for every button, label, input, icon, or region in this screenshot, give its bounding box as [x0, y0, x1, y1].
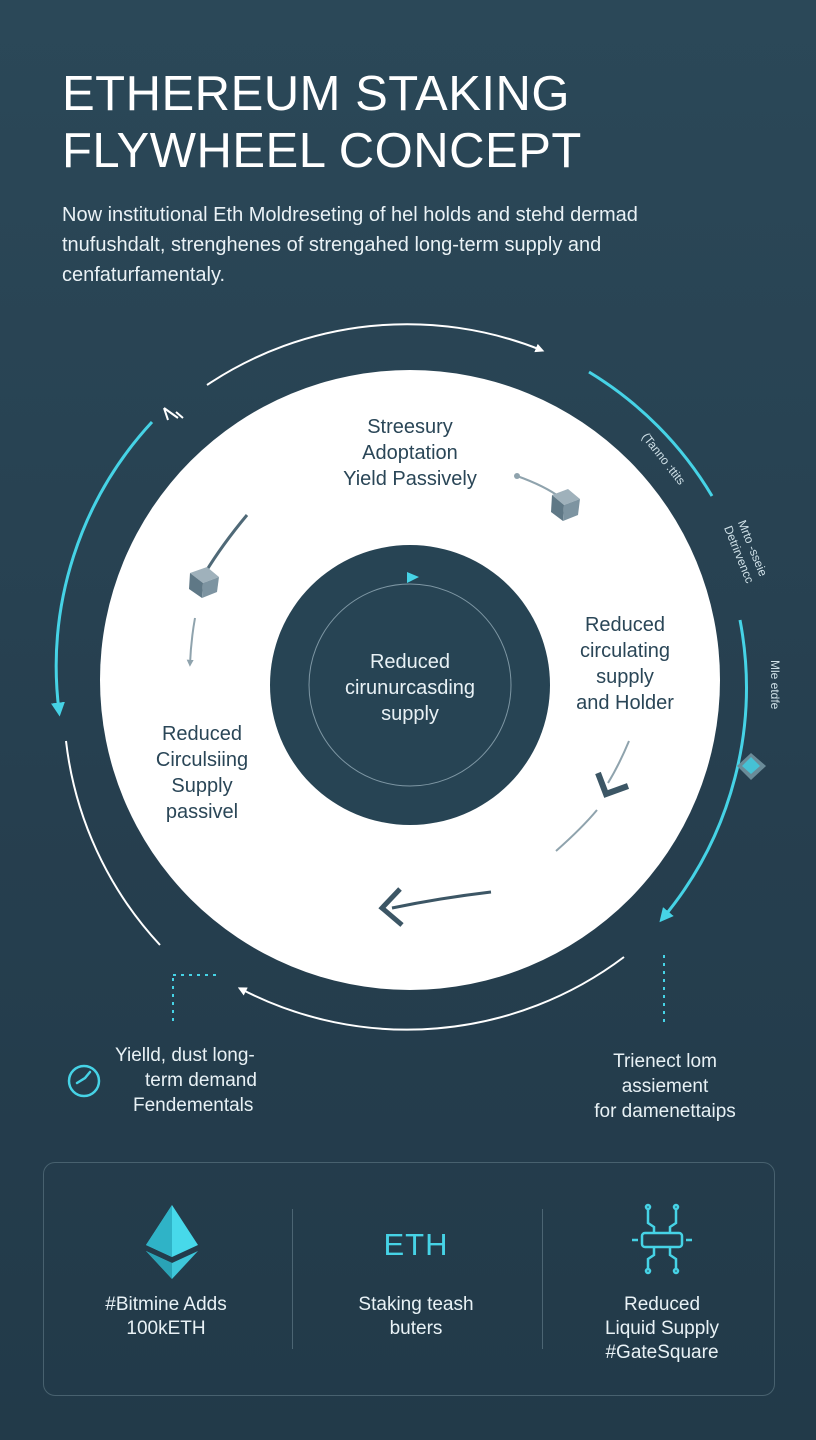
ring-label-right-line: Reduced [584, 614, 666, 636]
stopwatch-icon [67, 1064, 101, 1098]
ring-label-top-line: Adoptation [362, 442, 458, 464]
arrow-icon [378, 887, 404, 927]
cube-icon [189, 567, 219, 598]
core-label-line: supply [381, 703, 439, 725]
core-arrow-icon [407, 572, 419, 583]
outer-arc-top [206, 323, 545, 386]
spark-icon [163, 407, 184, 421]
footer-text-bitmine: #Bitmine Adds 100kETH [44, 1293, 288, 1341]
page-title: ETHEREUM STAKING FLYWHEEL CONCEPT [62, 66, 582, 180]
eth-heading: ETH [383, 1227, 449, 1262]
intro-line-3: cenfaturfamentaly. [62, 264, 226, 286]
ring-label-left-line: Supply [171, 775, 233, 797]
cube-icon [551, 489, 580, 521]
core-label: Reduced cirunurcasding supply [310, 649, 510, 727]
footer-divider [292, 1209, 293, 1349]
ethereum-icon [146, 1205, 198, 1279]
chevron-icon [595, 771, 630, 798]
bottom-left-line: term demand [145, 1070, 257, 1091]
footer-line: #GateSquare [605, 1342, 719, 1363]
footer-text-supply: Reduced Liquid Supply #GateSquare [540, 1293, 784, 1365]
bottom-right-line: Trienect lom [613, 1051, 717, 1072]
flywheel-diagram [51, 323, 766, 1031]
outer-arc-bottom [237, 956, 625, 1031]
footer-column-bitmine: #Bitmine Adds 100kETH [44, 1163, 288, 1395]
bottom-left-line: Fendementals [133, 1095, 254, 1116]
ring-label-left: Reduced Circulsiing Supply passivel [122, 721, 282, 825]
footer-line: buters [389, 1318, 443, 1339]
inner-arrow-right-bottom [607, 740, 630, 784]
outer-note-right-c: Mle etdfe [767, 660, 782, 709]
inner-arrow-left-top [203, 514, 249, 574]
outer-arc-right-upper [588, 370, 714, 497]
intro-line-1: Now institutional Eth Moldreseting of he… [62, 204, 638, 226]
bottom-left-line: Yielld, dust long- [115, 1045, 255, 1066]
footer-line: Liquid Supply [604, 1318, 720, 1339]
bottom-right-caption: Trienect lom assiement for damenettaips [570, 1049, 760, 1124]
footer-line: Staking teash [358, 1294, 474, 1315]
inner-arrow-left-bottom [186, 617, 196, 667]
title-line-2: FLYWHEEL CONCEPT [62, 124, 582, 178]
inner-arrow-right-lower [555, 809, 598, 852]
title-line-1: ETHEREUM STAKING [62, 67, 571, 121]
ring-label-left-line: Circulsiing [155, 749, 249, 771]
ring-label-left-line: passivel [165, 801, 239, 823]
core-label-line: Reduced [369, 651, 451, 673]
ring-label-right-line: supply [596, 666, 654, 688]
ring-label-top: Streesury Adoptation Yield Passively [310, 414, 510, 492]
outer-note-line: Mle etdfe [768, 660, 782, 710]
core-label-line: cirunurcasding [344, 677, 476, 699]
network-node-icon [632, 1203, 692, 1275]
intro-paragraph: Now institutional Eth Moldreseting of he… [62, 200, 752, 290]
ring-label-right-line: circulating [579, 640, 671, 662]
footer-line: Reduced [623, 1294, 701, 1315]
core-inner-circle [308, 583, 512, 787]
ring-label-right: Reduced circulating supply and Holder [545, 612, 705, 716]
ring-label-top-line: Streesury [367, 416, 453, 438]
outer-arc-left-lower [65, 740, 161, 946]
footer-divider [542, 1209, 543, 1349]
footer-column-supply: Reduced Liquid Supply #GateSquare [540, 1163, 784, 1395]
footer-line: 100kETH [126, 1318, 206, 1339]
ring-label-left-line: Reduced [161, 723, 243, 745]
intro-line-2: tnufushdalt, strenghenes of strengahed l… [62, 234, 602, 256]
footer-column-eth: ETH Staking teash buters [294, 1163, 538, 1395]
bottom-right-line: for damenettaips [594, 1101, 736, 1122]
outer-arc-left [51, 420, 154, 717]
footer-panel: #Bitmine Adds 100kETH ETH Staking teash … [43, 1162, 775, 1396]
inner-arrow-dot [514, 473, 520, 479]
footer-text-staking: Staking teash buters [294, 1293, 538, 1341]
footer-line: #Bitmine Adds [105, 1294, 227, 1315]
flywheel-core [270, 545, 550, 825]
bottom-left-caption: Yielld, dust long- term demand Fendement… [115, 1043, 315, 1118]
outer-arc-right [659, 619, 748, 923]
ring-label-top-line: Yield Passively [343, 468, 477, 490]
bottom-right-line: assiement [621, 1076, 709, 1097]
cube-icon [737, 753, 766, 780]
inner-arrow-bottom [391, 890, 492, 910]
ring-label-right-line: and Holder [576, 692, 674, 714]
